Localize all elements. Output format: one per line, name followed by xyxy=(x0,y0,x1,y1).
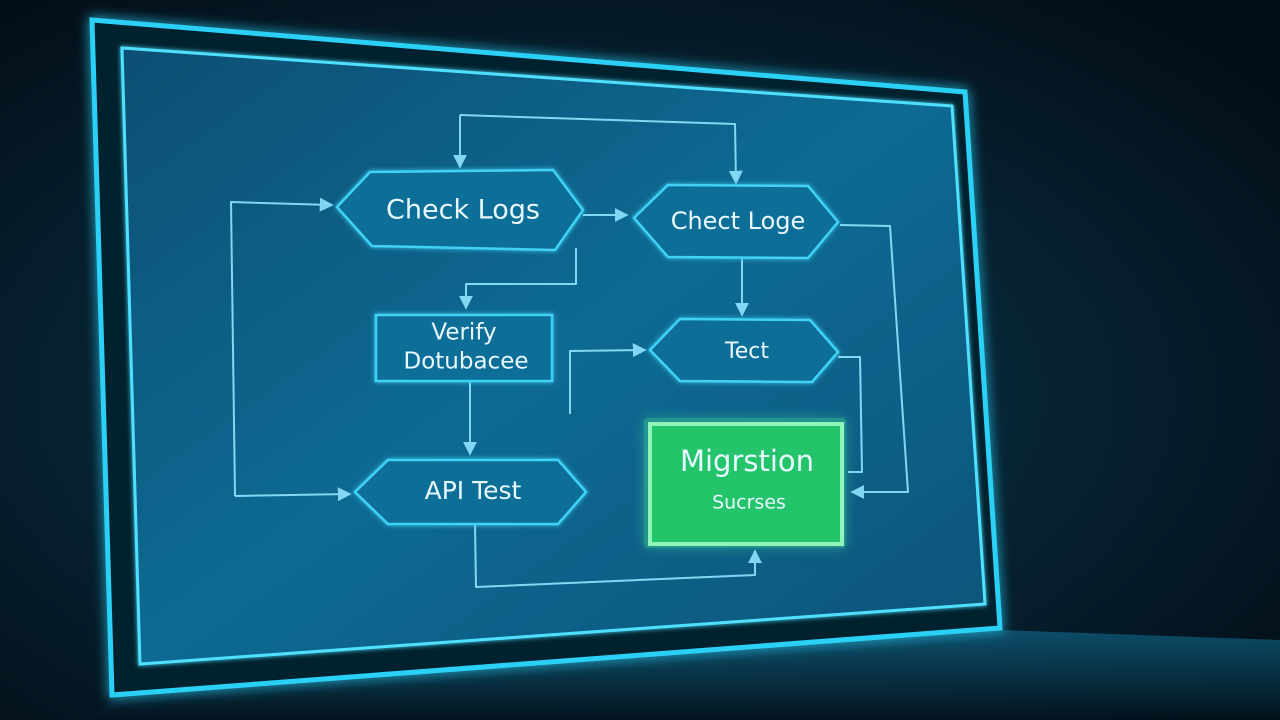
node-verify-database-label-line2: Dotubacee xyxy=(403,349,528,375)
node-migration-success[interactable]: Migrstion Sucrses xyxy=(644,418,846,548)
node-api-test-shape xyxy=(353,458,588,526)
node-migration-success-shape xyxy=(648,422,844,546)
edge-check-logs-2-to-migration-success xyxy=(839,224,909,499)
node-verify-database[interactable]: Verify Dotubacee xyxy=(374,313,554,383)
node-check-logs-2-shape xyxy=(632,183,840,260)
laptop-keyboard-base xyxy=(90,630,1280,720)
node-migration-success-label-line1: Migrstion xyxy=(680,444,814,478)
node-migration-success-label-line2: Sucrses xyxy=(712,492,786,514)
diagram-edges xyxy=(230,114,909,588)
node-verify-database-shape xyxy=(374,313,554,383)
node-test-shape xyxy=(648,317,840,384)
edge-test-to-migration-success xyxy=(838,356,863,473)
edge-api-test-to-migration-success xyxy=(474,523,762,588)
edge-left-loop-to-check-logs-1 xyxy=(230,197,334,497)
node-check-logs-1-label: Check Logs xyxy=(386,195,540,226)
node-api-test-label: API Test xyxy=(425,476,522,505)
edge-left-loop-to-api-test xyxy=(234,487,352,502)
edge-connector-to-test xyxy=(569,343,647,414)
node-test[interactable]: Tect xyxy=(648,317,840,384)
node-check-logs-2-label: Chect Loge xyxy=(671,207,806,235)
edge-check-logs-1-to-verify-database xyxy=(459,248,577,310)
node-check-logs-1[interactable]: Check Logs xyxy=(335,168,585,252)
node-test-label: Tect xyxy=(724,339,769,364)
edge-top-loop-to-check-logs-2 xyxy=(459,114,743,185)
node-check-logs-1-shape xyxy=(335,168,585,252)
node-check-logs-2[interactable]: Chect Loge xyxy=(632,183,840,260)
node-verify-database-label-line1: Verify xyxy=(431,320,496,346)
node-api-test[interactable]: API Test xyxy=(353,458,588,526)
